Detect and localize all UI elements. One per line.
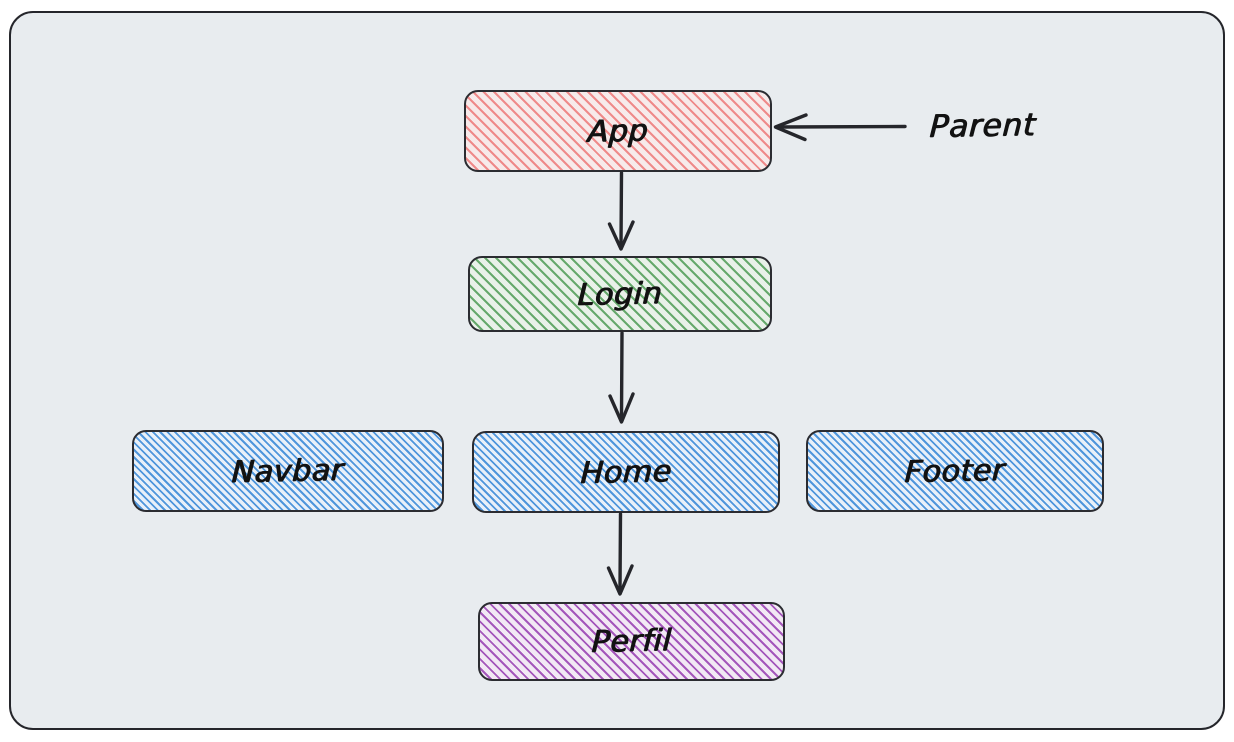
node-app-label: App (586, 112, 650, 150)
node-perfil-label: Perfil (590, 623, 673, 660)
node-perfil[interactable]: Perfil (478, 602, 785, 681)
node-app[interactable]: App (464, 90, 772, 172)
node-home-label: Home (579, 453, 673, 491)
annotation-parent-label: Parent (928, 107, 1038, 145)
node-navbar[interactable]: Navbar (132, 430, 444, 512)
node-navbar-label: Navbar (231, 452, 345, 490)
node-footer[interactable]: Footer (806, 430, 1104, 512)
node-footer-label: Footer (904, 452, 1006, 490)
node-login[interactable]: Login (468, 256, 772, 332)
node-login-label: Login (576, 275, 664, 313)
node-home[interactable]: Home (472, 431, 780, 513)
